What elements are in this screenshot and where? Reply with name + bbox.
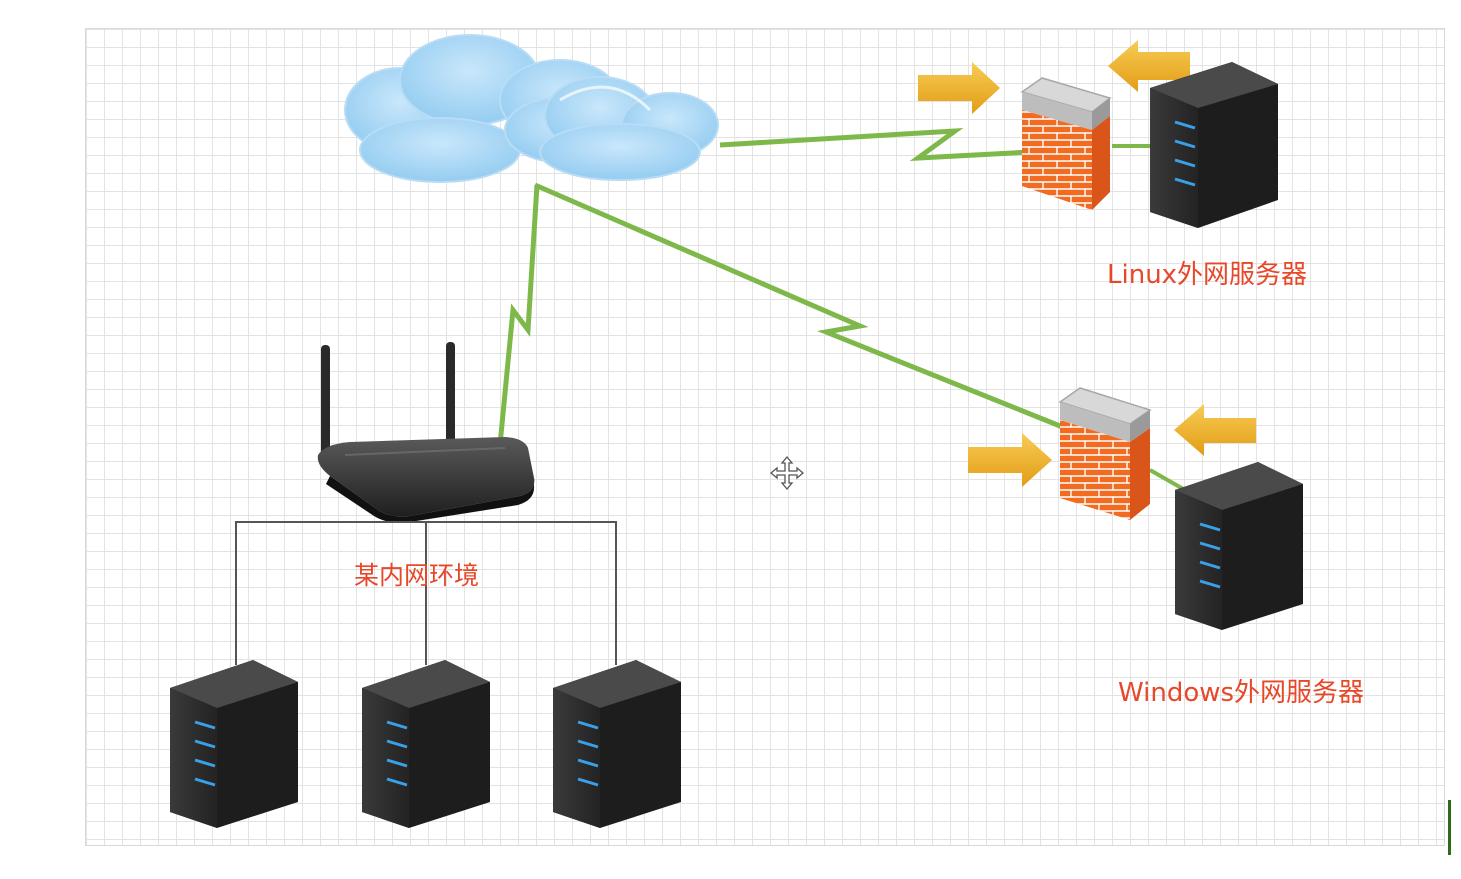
- server-icon: [170, 660, 298, 828]
- intranet-wiring: [235, 521, 617, 665]
- firewall-icon: [1058, 387, 1152, 520]
- intranet-label: 某内网环境: [354, 561, 480, 590]
- windows-server-label: Windows外网服务器: [1118, 678, 1365, 708]
- linux-server-label: Linux外网服务器: [1107, 260, 1308, 290]
- move-cursor-icon: [769, 455, 805, 491]
- cloud-icon: [344, 34, 719, 183]
- wireless-router-icon: [317, 342, 535, 523]
- arrow-left-icon: [1108, 40, 1190, 92]
- server-icon: [1175, 462, 1303, 630]
- arrow-left-icon: [1174, 404, 1256, 456]
- server-icon: [1150, 62, 1278, 228]
- server-icon: [553, 660, 681, 828]
- arrow-right-icon: [968, 433, 1052, 487]
- server-icon: [362, 660, 490, 828]
- link-cloud-windows: [534, 182, 1071, 433]
- link-cloud-router: [497, 184, 540, 446]
- edge-marker: [1448, 800, 1451, 855]
- link-cloud-linux: [719, 127, 1031, 161]
- link-firewall-windows-server: [1149, 468, 1186, 492]
- firewall-icon: [1020, 77, 1112, 210]
- arrow-right-icon: [918, 62, 1000, 114]
